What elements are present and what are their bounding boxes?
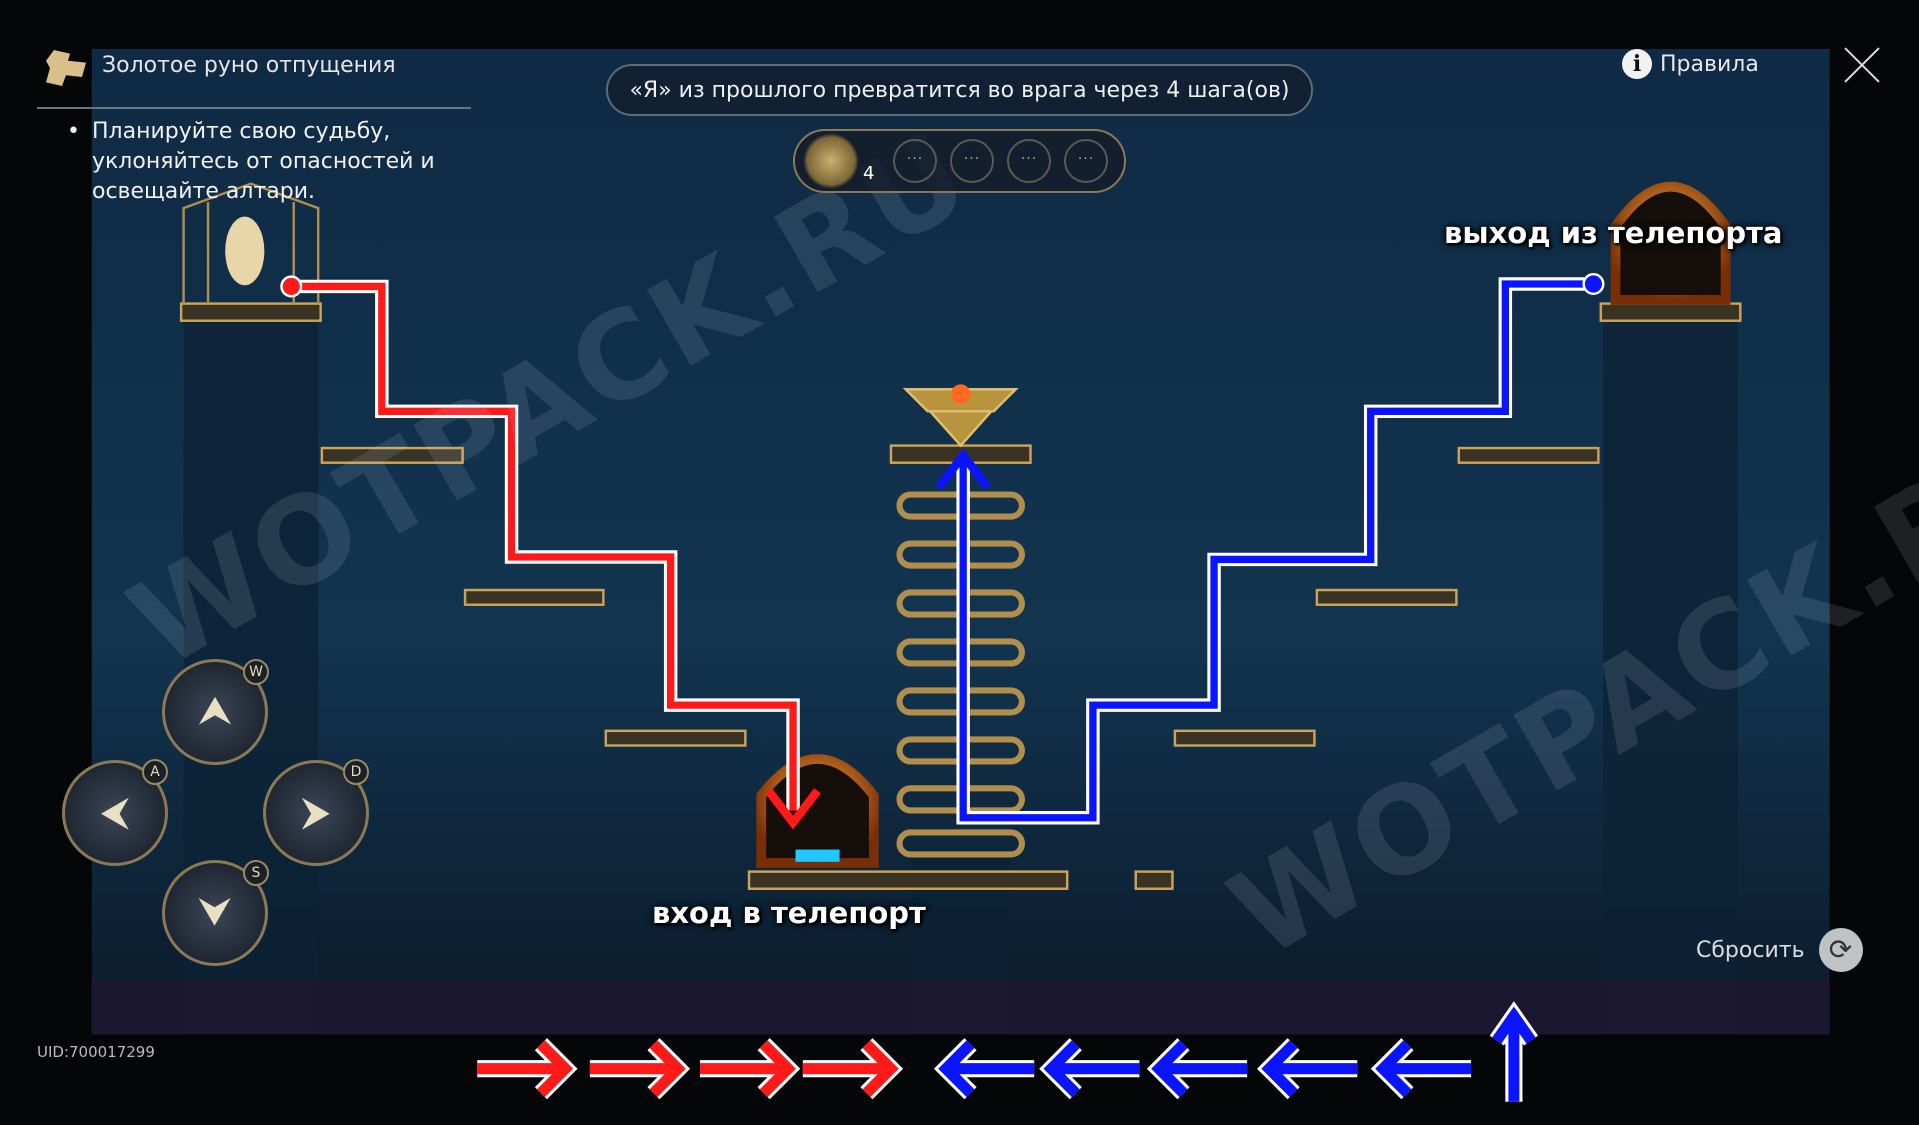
step-tracker: 4 ··· ··· ··· ··· [793, 129, 1126, 193]
arrow-up-icon: ⮝ [198, 688, 232, 734]
move-arrow-left-icon [1261, 1040, 1358, 1098]
step-count: 4 [863, 163, 875, 184]
arrow-left-icon: ⮜ [100, 789, 130, 835]
enemy-warning-banner: «Я» из прошлого превратится во врага чер… [606, 64, 1313, 116]
info-icon: i [1622, 49, 1652, 79]
move-arrow-left-icon [1043, 1040, 1140, 1098]
move-sequence [477, 1001, 1539, 1102]
key-w-badge: W [243, 659, 269, 685]
key-a-badge: A [142, 759, 168, 785]
altar-bowl [902, 388, 1019, 448]
step-slot: ··· [950, 139, 994, 183]
user-id: UID:700017299 [37, 1043, 155, 1061]
move-arrow-right-icon [700, 1040, 796, 1098]
divider [37, 107, 471, 109]
close-icon[interactable] [1842, 45, 1882, 85]
description-text: Планируйте свою судьбу, уклоняйтесь от о… [92, 119, 435, 204]
move-arrow-left-icon [1375, 1040, 1472, 1098]
step-slot: ··· [1064, 139, 1108, 183]
puzzle-description: •Планируйте свою судьбу, уклоняйтесь от … [67, 119, 435, 204]
teleport-exit-label: выход из телепорта [1444, 216, 1783, 250]
step-slot: ··· [1007, 139, 1051, 183]
move-arrow-right-icon [589, 1040, 686, 1098]
teleport-entrance [756, 754, 879, 868]
move-arrow-right-icon [477, 1040, 574, 1098]
past-self-avatar-icon [803, 133, 859, 189]
arrow-right-icon: ⮞ [301, 789, 331, 835]
reset-label: Сбросить [1696, 937, 1805, 963]
platform [179, 302, 1742, 890]
key-d-badge: D [343, 759, 369, 785]
rules-label: Правила [1660, 51, 1759, 77]
move-arrow-left-icon [938, 1040, 1035, 1098]
blue-arrowhead [935, 448, 992, 490]
step-slot: ··· [893, 139, 937, 183]
reset-button[interactable]: Сбросить ⟳ [1696, 928, 1863, 972]
arrow-down-icon: ⮟ [198, 889, 232, 935]
key-s-badge: S [243, 860, 269, 886]
rules-button[interactable]: i Правила [1622, 49, 1759, 79]
teleport-exit [1610, 182, 1731, 305]
teleport-entry-label: вход в телепорт [652, 896, 926, 930]
move-arrow-left-icon [1151, 1040, 1248, 1098]
move-left-button[interactable]: ⮜ [62, 760, 168, 866]
move-arrow-up-icon [1492, 1006, 1536, 1102]
move-arrow-right-icon [802, 1040, 899, 1098]
player-character [225, 216, 265, 286]
red-arrowhead [765, 788, 821, 830]
puzzle-title: Золотое руно отпущения [102, 53, 396, 78]
refresh-icon: ⟳ [1818, 928, 1863, 972]
